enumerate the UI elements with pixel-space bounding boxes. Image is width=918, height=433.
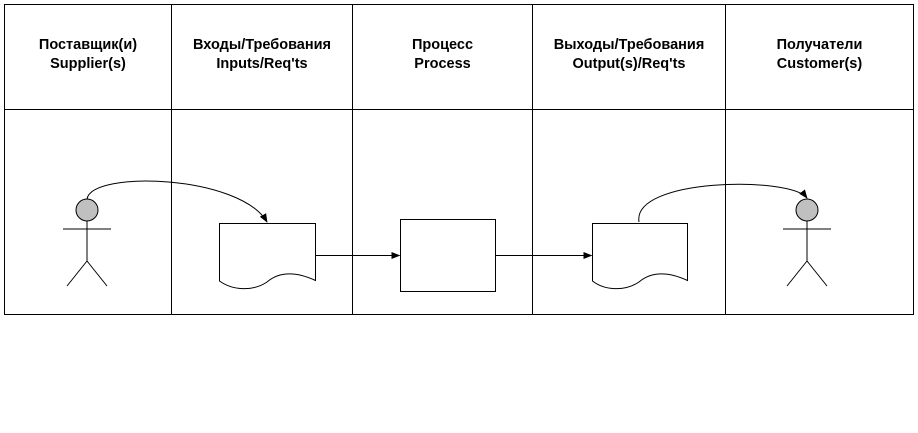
- supplier-head: [75, 198, 99, 222]
- inputs-title-ru: Входы/Требования: [192, 37, 332, 53]
- supplier-right-leg: [86, 260, 108, 287]
- process-column-title: Процесс Process: [353, 36, 532, 84]
- inputs-document-shape: [219, 223, 316, 290]
- outputs-title-en: Output(s)/Req'ts: [572, 56, 686, 72]
- outputs-document-shape: [592, 223, 688, 290]
- inputs-column-title: Входы/Требования Inputs/Req'ts: [172, 36, 352, 84]
- supplier-to-inputs-arrow: [86, 180, 268, 223]
- process-title-en: Process: [414, 56, 471, 72]
- customer-stick-figure: [783, 198, 831, 287]
- table-border: [4, 4, 914, 315]
- supplier-left-leg: [66, 260, 88, 287]
- customer-left-leg: [786, 260, 808, 287]
- table-grid: [4, 4, 914, 315]
- outputs-title-ru: Выходы/Требования: [553, 37, 705, 53]
- supplier-stick-figure: [63, 198, 111, 287]
- customer-column-title: Получатели Customer(s): [726, 36, 913, 84]
- outputs-to-customer-arrow: [638, 183, 808, 223]
- supplier-column-title: Поставщик(и) Supplier(s): [5, 36, 171, 84]
- process-box: [400, 219, 496, 292]
- connectors: [86, 180, 808, 260]
- process-title-ru: Процесс: [411, 37, 474, 53]
- inputs-title-en: Inputs/Req'ts: [216, 56, 308, 72]
- supplier-title-ru: Поставщик(и): [38, 37, 138, 53]
- outputs-column-title: Выходы/Требования Output(s)/Req'ts: [533, 36, 725, 84]
- supplier-title-en: Supplier(s): [50, 56, 126, 72]
- customer-right-leg: [806, 260, 828, 287]
- customer-head: [795, 198, 819, 222]
- customer-title-en: Customer(s): [776, 56, 863, 72]
- customer-title-ru: Получатели: [776, 37, 863, 53]
